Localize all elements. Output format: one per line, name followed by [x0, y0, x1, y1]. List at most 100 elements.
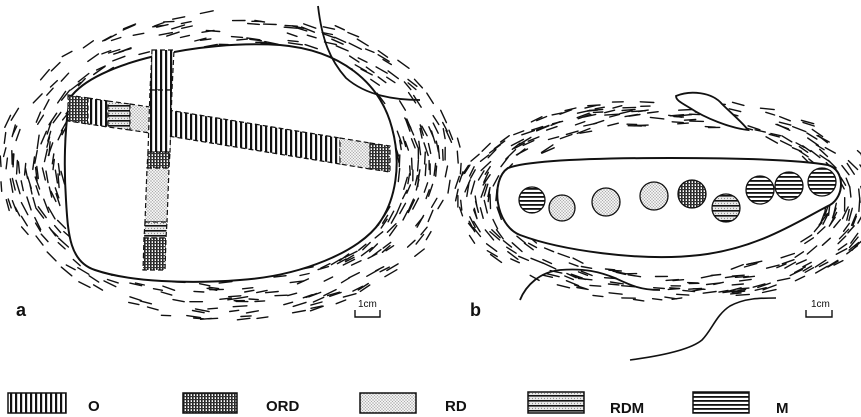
- matrix-dash: [441, 110, 447, 122]
- matrix-dash: [58, 164, 59, 175]
- matrix-dash: [376, 67, 387, 73]
- sample-spot-rd: [549, 195, 575, 221]
- matrix-dash: [480, 208, 483, 219]
- legend-label-rdm: RDM: [610, 400, 644, 417]
- matrix-dash: [611, 282, 624, 284]
- matrix-dash: [416, 235, 424, 245]
- matrix-dash: [766, 112, 775, 115]
- matrix-dash: [139, 52, 149, 55]
- matrix-dash: [438, 200, 443, 208]
- matrix-dash: [795, 267, 806, 273]
- matrix-dash: [335, 26, 344, 30]
- matrix-dash: [558, 253, 569, 257]
- matrix-dash: [42, 168, 45, 180]
- matrix-dash: [400, 101, 406, 110]
- matrix-dash: [807, 246, 816, 254]
- matrix-dash: [417, 216, 424, 228]
- matrix-dash: [780, 117, 791, 121]
- matrix-dash: [28, 177, 32, 189]
- panel-a-label: a: [16, 300, 27, 320]
- matrix-dash: [324, 277, 332, 281]
- matrix-dash: [573, 258, 583, 263]
- matrix-dash: [415, 79, 423, 88]
- matrix-dash: [51, 81, 58, 87]
- matrix-dash: [781, 141, 792, 146]
- matrix-dash: [323, 27, 334, 29]
- matrix-dash: [487, 244, 497, 252]
- sample-spot-ord: [678, 180, 706, 208]
- matrix-dash: [370, 244, 378, 252]
- matrix-dash: [311, 302, 322, 305]
- matrix-dash: [407, 185, 411, 193]
- matrix-dash: [94, 285, 103, 290]
- matrix-dash: [781, 254, 794, 258]
- matrix-dash: [432, 131, 436, 143]
- matrix-dash: [524, 243, 533, 250]
- matrix-dash: [594, 121, 604, 124]
- matrix-dash: [795, 252, 803, 257]
- matrix-dash: [418, 175, 419, 187]
- matrix-dash: [593, 295, 603, 296]
- matrix-dash: [777, 124, 790, 130]
- matrix-dash: [590, 285, 601, 286]
- matrix-dash: [785, 262, 796, 268]
- matrix-dash: [736, 294, 749, 295]
- matrix-dash: [443, 150, 444, 161]
- matrix-dash: [275, 295, 287, 296]
- matrix-dash: [685, 120, 696, 121]
- panel-b-bottom-contact: [630, 298, 776, 360]
- matrix-dash: [428, 210, 433, 221]
- matrix-dash: [740, 279, 752, 281]
- matrix-dash: [803, 146, 811, 152]
- panel-b-scale-label: 1cm: [811, 299, 830, 310]
- matrix-dash: [51, 63, 60, 71]
- traverse-segment-o: [150, 50, 174, 90]
- matrix-dash: [481, 155, 489, 161]
- traverse-segment-rd: [130, 104, 150, 133]
- matrix-dash: [357, 39, 368, 46]
- matrix-dash: [33, 198, 36, 207]
- matrix-dash: [349, 273, 360, 278]
- matrix-dash: [620, 111, 632, 114]
- legend-item-o: O: [8, 393, 100, 415]
- matrix-dash: [761, 108, 775, 109]
- matrix-dash: [609, 293, 622, 294]
- matrix-dash: [25, 164, 26, 176]
- matrix-dash: [22, 227, 29, 235]
- matrix-dash: [448, 180, 450, 193]
- matrix-dash: [398, 60, 409, 68]
- matrix-dash: [733, 102, 744, 105]
- matrix-dash: [471, 181, 475, 194]
- matrix-dash: [818, 227, 825, 234]
- matrix-dash: [424, 183, 427, 192]
- matrix-dash: [21, 181, 23, 191]
- matrix-dash: [677, 294, 689, 295]
- matrix-dash: [408, 199, 414, 212]
- matrix-dash: [88, 54, 99, 62]
- matrix-dash: [148, 307, 159, 310]
- matrix-dash: [154, 289, 163, 291]
- matrix-dash: [293, 302, 306, 306]
- matrix-dash: [793, 127, 806, 132]
- sample-spot-m: [746, 176, 774, 204]
- legend-item-m: M: [693, 392, 789, 417]
- matrix-dash: [803, 262, 811, 266]
- traverse-segment-rdm: [108, 101, 130, 130]
- legend-label-o: O: [88, 398, 100, 415]
- matrix-dash: [421, 227, 427, 234]
- matrix-dash: [247, 311, 259, 313]
- matrix-dash: [1, 182, 2, 192]
- matrix-dash: [194, 291, 204, 292]
- matrix-dash: [635, 125, 648, 126]
- matrix-dash: [89, 276, 99, 282]
- matrix-dash: [182, 26, 193, 28]
- matrix-dash: [348, 33, 359, 37]
- matrix-dash: [729, 109, 741, 112]
- matrix-dash: [287, 33, 297, 36]
- matrix-dash: [181, 22, 191, 24]
- matrix-dash: [45, 149, 48, 161]
- matrix-dash: [243, 288, 253, 289]
- matrix-dash: [375, 232, 383, 238]
- matrix-dash: [284, 302, 293, 305]
- matrix-dash: [4, 133, 5, 144]
